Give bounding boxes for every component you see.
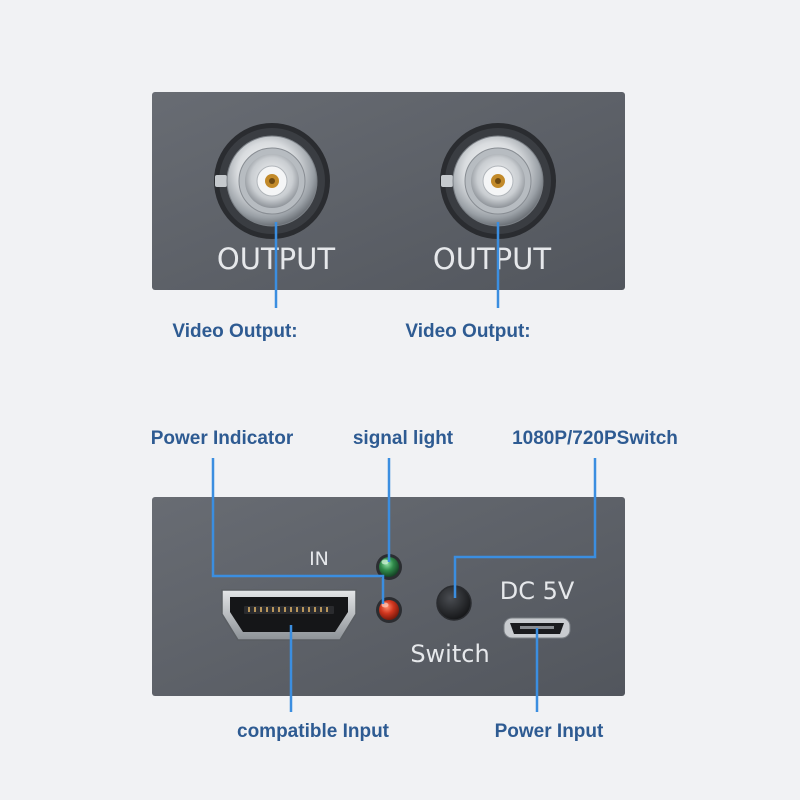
bottom-panel: IN xyxy=(152,497,625,696)
callout-power-input: Power Input xyxy=(495,721,604,742)
switch-label: Switch xyxy=(410,640,489,668)
bnc-connector-1[interactable] xyxy=(214,123,330,239)
dc-label: DC 5V xyxy=(500,577,575,605)
leader-line-resolution-switch xyxy=(453,458,597,598)
callout-video-output-1: Video Output: xyxy=(172,321,297,342)
callout-power-indicator: Power Indicator xyxy=(151,428,294,449)
signal-led xyxy=(376,554,402,580)
hdmi-port[interactable] xyxy=(221,589,357,641)
leader-line-power-indicator xyxy=(211,458,385,604)
top-panel: OUTPUT OUTPUT xyxy=(152,92,625,290)
hdmi-label: IN xyxy=(309,548,329,570)
bnc-connector-2[interactable] xyxy=(440,123,556,239)
callout-resolution-switch: 1080P/720PSwitch xyxy=(512,428,678,449)
callout-signal-light: signal light xyxy=(353,428,454,449)
power-led xyxy=(376,597,402,623)
bottom-panel-body xyxy=(152,497,625,696)
callout-hdmi-input: compatible Input xyxy=(237,721,390,742)
bnc-2-label: OUTPUT xyxy=(433,242,551,276)
callout-video-output-2: Video Output: xyxy=(405,321,530,342)
